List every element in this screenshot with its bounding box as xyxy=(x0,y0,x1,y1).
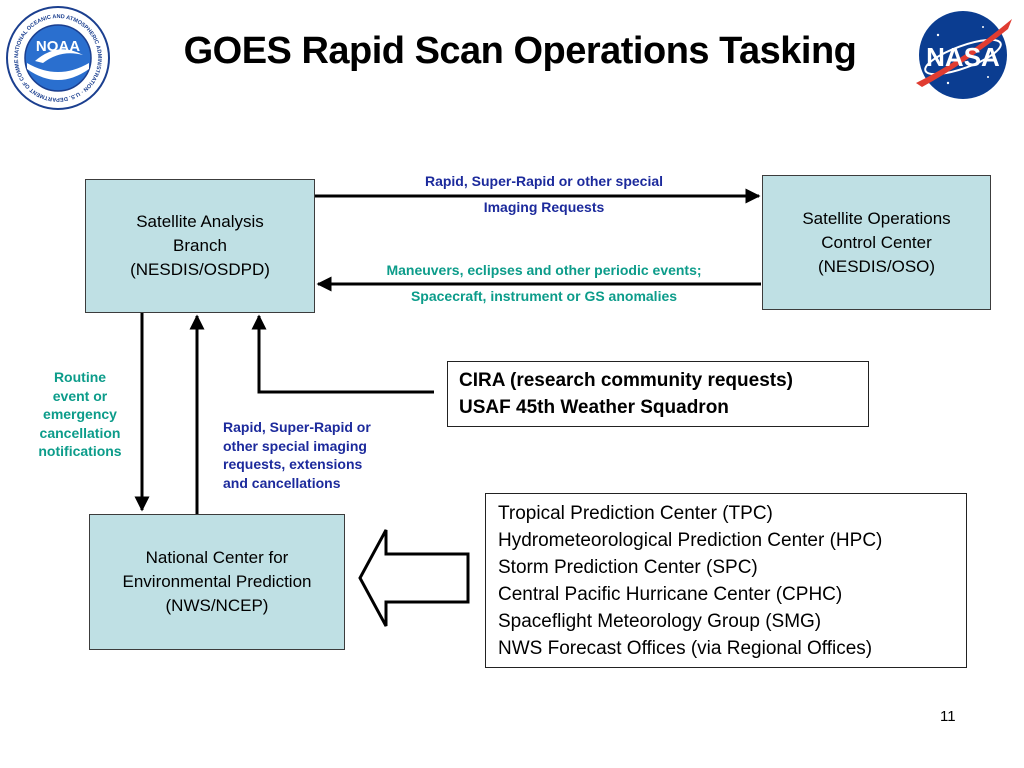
node-cira-line-1: CIRA (research community requests) xyxy=(459,370,794,391)
noaa-logo-text: NOAA xyxy=(36,38,80,55)
arrow-cira-to-sab xyxy=(251,314,434,394)
label-soc-to-sab-line-2: Spacecraft, instrument or GS anomalies xyxy=(410,288,678,304)
center-smg: Spaceflight Meteorology Group (SMG) xyxy=(498,610,822,632)
label-soc-to-sab-line-1: Maneuvers, eclipses and other periodic e… xyxy=(386,262,702,278)
node-sab-line-1: Satellite Analysis xyxy=(136,212,264,231)
node-satellite-operations-control-center: Satellite Operations Control Center (NES… xyxy=(762,175,991,310)
node-soc-line-2: Control Center xyxy=(821,232,932,252)
node-ncep-line-1: National Center for xyxy=(145,548,289,567)
node-cira-line-2: USAF 45th Weather Squadron xyxy=(459,397,729,418)
node-cira-usaf: CIRA (research community requests) USAF … xyxy=(447,361,869,427)
label-sab-to-soc: Rapid, Super-Rapid or other special Imag… xyxy=(318,173,770,215)
noaa-logo: NOAA NATIONAL OCEANIC AND ATMOSPHERIC AD… xyxy=(3,1,111,116)
page-number: 11 xyxy=(940,708,956,725)
center-nws-forecast-offices: NWS Forecast Offices (via Regional Offic… xyxy=(498,637,873,659)
nasa-logo: NASA xyxy=(908,5,1018,110)
node-sab-line-2: Branch xyxy=(173,236,227,255)
label-sab-to-ncep-line-1: Routine xyxy=(53,369,107,385)
center-spc: Storm Prediction Center (SPC) xyxy=(498,556,758,578)
block-arrow-centers-to-ncep xyxy=(358,529,470,627)
node-prediction-centers: Tropical Prediction Center (TPC) Hydrome… xyxy=(485,493,967,668)
page-title: GOES Rapid Scan Operations Tasking xyxy=(183,30,857,72)
label-sab-to-ncep-line-5: notifications xyxy=(38,443,122,459)
label-sab-to-ncep-line-3: emergency xyxy=(43,406,117,422)
label-ncep-to-sab: Rapid, Super-Rapid or other special imag… xyxy=(223,418,423,492)
node-sab-line-3: (NESDIS/OSDPD) xyxy=(130,260,270,279)
node-satellite-analysis-branch: Satellite Analysis Branch (NESDIS/OSDPD) xyxy=(85,179,315,313)
label-sab-to-soc-line-1: Rapid, Super-Rapid or other special xyxy=(424,173,664,189)
nasa-logo-text: NASA xyxy=(926,42,1000,72)
label-sab-to-ncep: Routine event or emergency cancellation … xyxy=(20,368,140,461)
label-sab-to-soc-line-2: Imaging Requests xyxy=(483,199,605,215)
center-cphc: Central Pacific Hurricane Center (CPHC) xyxy=(498,583,843,605)
node-ncep-line-2: Environmental Prediction xyxy=(122,572,312,591)
node-soc-line-1: Satellite Operations xyxy=(802,208,951,228)
label-sab-to-ncep-line-4: cancellation xyxy=(39,424,121,441)
label-ncep-to-sab-line-3: requests, extensions xyxy=(223,456,363,472)
label-ncep-to-sab-line-1: Rapid, Super-Rapid or xyxy=(223,419,371,435)
label-sab-to-ncep-line-2: event or xyxy=(52,387,108,404)
label-ncep-to-sab-line-4: and cancellations xyxy=(223,474,341,491)
node-soc-line-3: (NESDIS/OSO) xyxy=(817,256,936,276)
label-ncep-to-sab-line-2: other special imaging xyxy=(223,437,367,454)
center-tpc: Tropical Prediction Center (TPC) xyxy=(498,502,773,524)
center-hpc: Hydrometeorological Prediction Center (H… xyxy=(498,529,883,551)
node-ncep: National Center for Environmental Predic… xyxy=(89,514,345,650)
node-ncep-line-3: (NWS/NCEP) xyxy=(165,596,269,615)
label-soc-to-sab: Maneuvers, eclipses and other periodic e… xyxy=(318,262,770,304)
